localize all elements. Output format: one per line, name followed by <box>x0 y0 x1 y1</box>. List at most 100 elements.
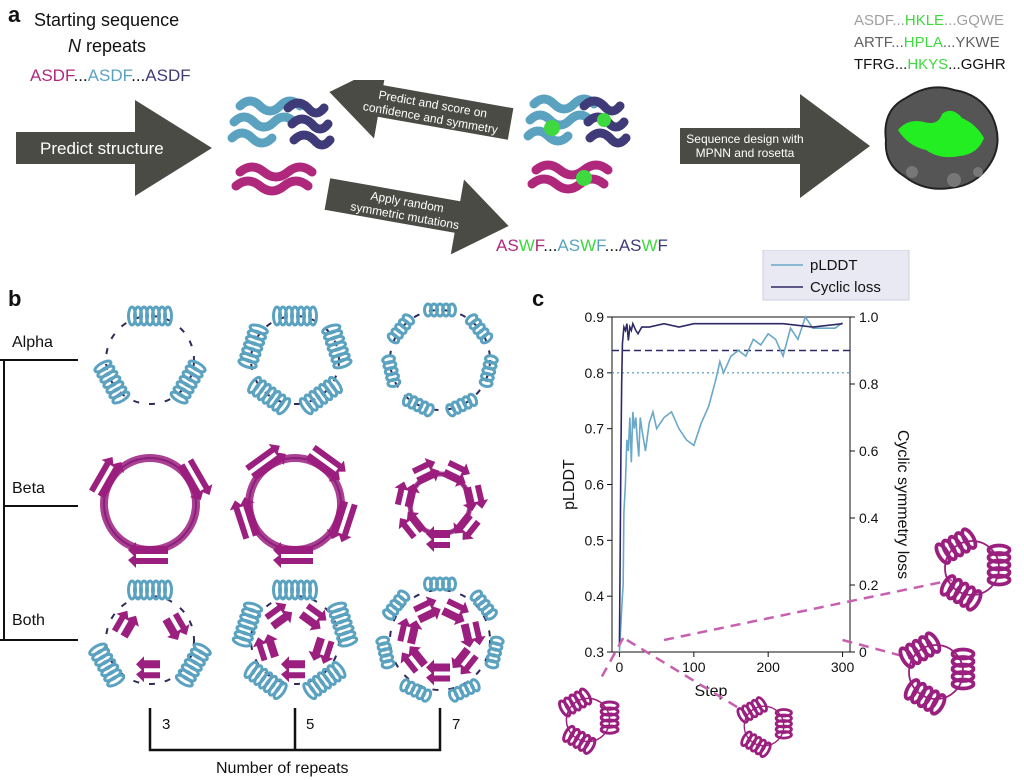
panel-b-letter: b <box>8 286 22 311</box>
repeat-label-5: 5 <box>306 716 315 733</box>
start-sequence: ASDF...ASDF...ASDF <box>30 66 191 86</box>
n-symbol: N <box>68 36 81 56</box>
panel-b-graphics <box>0 302 505 752</box>
start-title: Starting sequence <box>34 10 180 30</box>
callout-line-3 <box>842 638 911 660</box>
y-tick-label-1: 0.4 <box>585 588 605 604</box>
mutated-seq-part-9: W <box>641 236 658 255</box>
mutated-seq-part-4: AS <box>557 236 581 255</box>
y2-tick-label-2: 0.4 <box>859 510 879 526</box>
mutated-protein-structure <box>523 94 631 194</box>
y2-axis-label: Cyclic symmetry loss <box>894 430 911 579</box>
apply-mutations-arrow: Apply random symmetric mutations <box>324 178 509 255</box>
snapshot-step-final-a <box>934 527 1012 612</box>
start-seq-part-4: ASDF <box>145 66 191 85</box>
y-tick-label-3: 0.6 <box>585 477 605 493</box>
panel-a-graphics: Predict structure Predict and score on c… <box>16 80 999 255</box>
designed-seq-0-part-0: ASDF... <box>854 12 905 29</box>
snapshot-step-early <box>736 696 793 758</box>
repeats-bracket <box>148 708 442 752</box>
y-tick-label-4: 0.7 <box>585 421 605 437</box>
y-tick-label-2: 0.5 <box>585 532 605 548</box>
x-tick-label-1: 100 <box>682 659 706 675</box>
plot-frame <box>611 316 851 653</box>
designed-seq-2-part-2: ...GGHR <box>948 56 1006 73</box>
designed-seq-row-0: ASDF...HKLE...GQWE <box>854 10 1006 32</box>
structure-beta-7 <box>394 458 489 552</box>
predict-structure-arrow <box>16 100 212 196</box>
structure-alpha-7 <box>381 302 499 418</box>
mutated-seq-part-7: ... <box>604 236 619 255</box>
designed-seq-row-2: TFRG...HKYS...GGHR <box>854 54 1006 76</box>
y-tick-label-6: 0.9 <box>585 309 605 325</box>
start-subtitle-rest: repeats <box>81 36 147 56</box>
panel-a-letter: a <box>8 2 21 27</box>
x-tick-label-0: 0 <box>616 659 624 675</box>
start-seq-part-0: ASDF <box>30 66 74 85</box>
structure-beta-5 <box>229 443 358 568</box>
mutated-seq-part-6: F <box>596 236 605 255</box>
designed-seq-2-part-0: TFRG... <box>854 56 908 73</box>
designed-seq-0-part-1: HKLE <box>904 12 945 29</box>
designed-surface-model <box>884 86 999 190</box>
structure-grid <box>88 302 505 703</box>
start-seq-part-2: ASDF <box>87 66 132 85</box>
panel-c-letter: c <box>532 286 545 311</box>
designed-seq-1-part-1: HPLA <box>903 34 943 51</box>
structure-both-5 <box>231 579 359 701</box>
callout-line-1 <box>626 638 743 712</box>
snapshot-step-final-b <box>898 631 976 716</box>
y2-tick-label-3: 0.6 <box>859 443 879 459</box>
callout-line-0 <box>598 637 625 681</box>
repeat-label-7: 7 <box>452 716 461 733</box>
predict-structure-label: Predict structure <box>40 139 164 158</box>
callout-line-2 <box>663 578 953 642</box>
structure-alpha-5 <box>237 305 353 416</box>
y2-tick-label-4: 0.8 <box>859 376 879 392</box>
designed-seq-row-1: ARTF...HPLA...YKWE <box>854 32 1006 54</box>
mutation-site-1 <box>544 120 560 136</box>
chart-legend: pLDDT Cyclic loss <box>762 250 910 301</box>
designed-seq-1-part-2: ...YKWE <box>942 34 1000 51</box>
row-label-alpha: Alpha <box>12 334 53 351</box>
y2-tick-label-5: 1.0 <box>859 309 879 325</box>
structure-both-3 <box>88 579 212 688</box>
designed-seq-2-part-1: HKYS <box>907 56 949 73</box>
legend-label-0: pLDDT <box>810 257 858 274</box>
start-protein-structure <box>227 96 335 196</box>
legend-label-1: Cyclic loss <box>810 279 881 296</box>
start-seq-part-3: ... <box>131 66 146 85</box>
structure-beta-3 <box>89 454 213 568</box>
mutated-seq-part-5: W <box>580 236 597 255</box>
y2-tick-label-1: 0.2 <box>859 577 879 593</box>
mutation-site-2 <box>597 113 611 127</box>
mutated-seq-part-10: F <box>657 236 668 255</box>
designed-seq-1-part-0: ARTF... <box>854 34 904 51</box>
mutated-seq-part-3: ... <box>543 236 558 255</box>
repeat-label-3: 3 <box>162 716 171 733</box>
predict-score-arrow: Predict and score on confidence and symm… <box>329 80 514 140</box>
designed-seq-0-part-2: ...GQWE <box>944 12 1005 29</box>
mutated-seq-part-0: AS <box>496 236 519 255</box>
y-axis-label: pLDDT <box>561 459 578 510</box>
start-seq-part-1: ... <box>73 66 88 85</box>
start-subtitle: N repeats <box>68 36 146 57</box>
y-tick-label-5: 0.8 <box>585 365 605 381</box>
repeats-axis-label: Number of repeats <box>216 760 349 777</box>
snapshot-step-0 <box>557 687 620 755</box>
series-line-plddt <box>618 315 844 653</box>
mutated-seq-part-1: W <box>518 236 535 255</box>
mutated-seq-part-8: AS <box>618 236 642 255</box>
sequence-design-arrow <box>680 94 870 198</box>
x-tick-label-2: 200 <box>757 659 781 675</box>
mutated-sequence: ASWF...ASWF...ASWF <box>496 236 668 256</box>
row-label-beta: Beta <box>12 480 45 497</box>
sequence-design-label-2: MPNN and rosetta <box>696 146 795 160</box>
y-tick-label-0: 0.3 <box>585 644 605 660</box>
x-tick-label-3: 300 <box>831 659 855 675</box>
structure-both-7 <box>375 576 505 703</box>
structure-alpha-3 <box>93 305 207 405</box>
sequence-design-label-1: Sequence design with <box>686 132 803 146</box>
